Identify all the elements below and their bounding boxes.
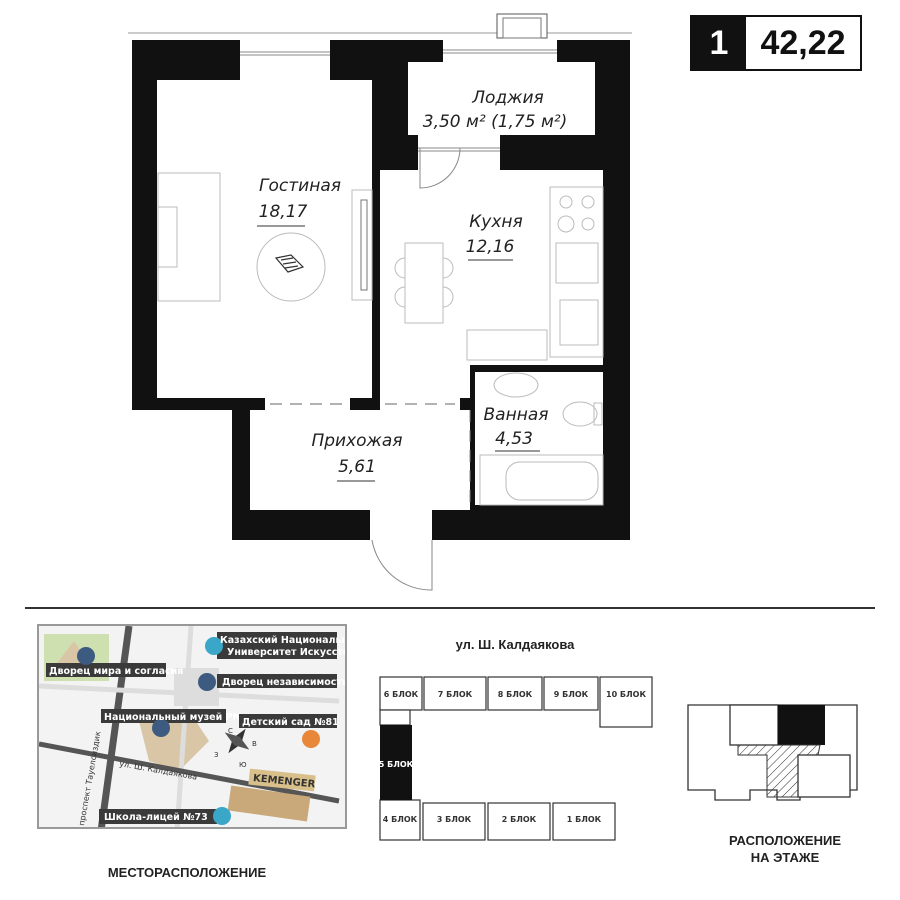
block-10 [599, 676, 653, 728]
svg-text:1 БЛОК: 1 БЛОК [567, 815, 602, 824]
room-label-living-room: Гостиная 18,17 [257, 176, 341, 227]
compass-icon: С В Ю З [214, 727, 257, 769]
floor-plan: Лоджия 3,50 м² (1,75 м²) Гостиная 18,17 … [128, 13, 632, 591]
dining-table [394, 242, 454, 324]
block-2 [487, 802, 551, 841]
svg-text:проспект Тауелсиздик: проспект Тауелсиздик [77, 730, 103, 826]
room-label-hallway: Прихожая 5,61 [311, 431, 403, 482]
window [240, 40, 330, 80]
book-icon [274, 254, 305, 273]
floor-position-diagram [687, 704, 858, 801]
kindergarten-icon [302, 730, 320, 748]
svg-text:18,17: 18,17 [259, 202, 308, 222]
school-icon [213, 807, 231, 825]
room-label-bathroom: Ванная 4,53 [484, 405, 549, 452]
block-6 [379, 676, 423, 711]
caption-line: РАСПОЛОЖЕНИЕ [729, 833, 841, 848]
section-divider [25, 607, 875, 609]
svg-text:Кухня: Кухня [469, 212, 523, 232]
tv-stand [351, 189, 373, 301]
bathroom-fixtures [479, 372, 604, 506]
block-3 [422, 802, 486, 841]
floor-position-caption: РАСПОЛОЖЕНИЕ НА ЭТАЖЕ [690, 832, 880, 866]
sofa [157, 172, 221, 302]
window [443, 40, 557, 62]
museum-icon [152, 719, 170, 737]
palace-icon [77, 647, 95, 665]
block-9 [543, 676, 599, 711]
svg-text:Школа-лицей №73: Школа-лицей №73 [104, 812, 208, 823]
svg-text:4,53: 4,53 [495, 429, 533, 449]
svg-text:Дворец мира и согласия: Дворец мира и согласия [49, 666, 183, 677]
svg-text:З: З [214, 751, 219, 759]
svg-text:5,61: 5,61 [338, 457, 376, 477]
svg-text:Лоджия: Лоджия [471, 88, 544, 108]
svg-text:10 БЛОК: 10 БЛОК [606, 690, 646, 699]
site-plan: 6 БЛОК 7 БЛОК 8 БЛОК 9 БЛОК 10 БЛОК 5 БЛ… [379, 676, 653, 841]
svg-text:Дворец независимости: Дворец независимости [222, 677, 347, 688]
room-label-loggia: Лоджия 3,50 м² (1,75 м²) [423, 88, 567, 132]
complex-building [227, 785, 311, 822]
caption-line: НА ЭТАЖЕ [750, 850, 820, 865]
svg-text:В: В [252, 740, 257, 748]
block-4 [379, 799, 421, 841]
site-plan-street: ул. Ш. Калдаякова [455, 637, 575, 652]
svg-text:Ванная: Ванная [484, 405, 549, 425]
map-caption: МЕСТОРАСПОЛОЖЕНИЕ [107, 865, 267, 880]
total-area: 42,22 [760, 23, 846, 62]
svg-text:5 БЛОК: 5 БЛОК [379, 760, 414, 769]
svg-text:Ю: Ю [239, 761, 247, 769]
svg-text:3 БЛОК: 3 БЛОК [437, 815, 472, 824]
svg-text:3,50 м² (1,75 м²): 3,50 м² (1,75 м²) [423, 112, 567, 132]
svg-text:Национальный музей РК: Национальный музей РК [104, 712, 240, 723]
apartment-badge: 1 42,22 [690, 15, 862, 71]
svg-text:4 БЛОК: 4 БЛОК [383, 815, 418, 824]
svg-text:Университет Искусств: Университет Искусств [227, 647, 347, 658]
svg-text:Казахский Национальный: Казахский Национальный [220, 635, 347, 646]
svg-text:12,16: 12,16 [466, 237, 515, 257]
block-5-highlighted [380, 725, 412, 800]
svg-text:С: С [228, 727, 233, 735]
coffee-table [256, 232, 326, 302]
svg-text:Гостиная: Гостиная [259, 176, 341, 196]
svg-text:Детский сад №81: Детский сад №81 [242, 717, 339, 728]
room-count: 1 [692, 17, 746, 69]
svg-text:6 БЛОК: 6 БЛОК [384, 690, 419, 699]
museum-icon [198, 673, 216, 691]
block-1 [552, 802, 616, 841]
university-icon [205, 637, 223, 655]
location-map: С В Ю З Казахский Национальный Университ… [37, 624, 347, 829]
block-8 [487, 676, 543, 711]
svg-text:2 БЛОК: 2 БЛОК [502, 815, 537, 824]
svg-text:8 БЛОК: 8 БЛОК [498, 690, 533, 699]
apartment-position [778, 705, 825, 745]
block-7 [423, 676, 487, 711]
svg-text:9 БЛОК: 9 БЛОК [554, 690, 589, 699]
svg-text:7 БЛОК: 7 БЛОК [438, 690, 473, 699]
room-label-kitchen: Кухня 12,16 [466, 212, 523, 261]
kitchen-counter [466, 186, 604, 361]
svg-text:Прихожая: Прихожая [311, 431, 402, 451]
